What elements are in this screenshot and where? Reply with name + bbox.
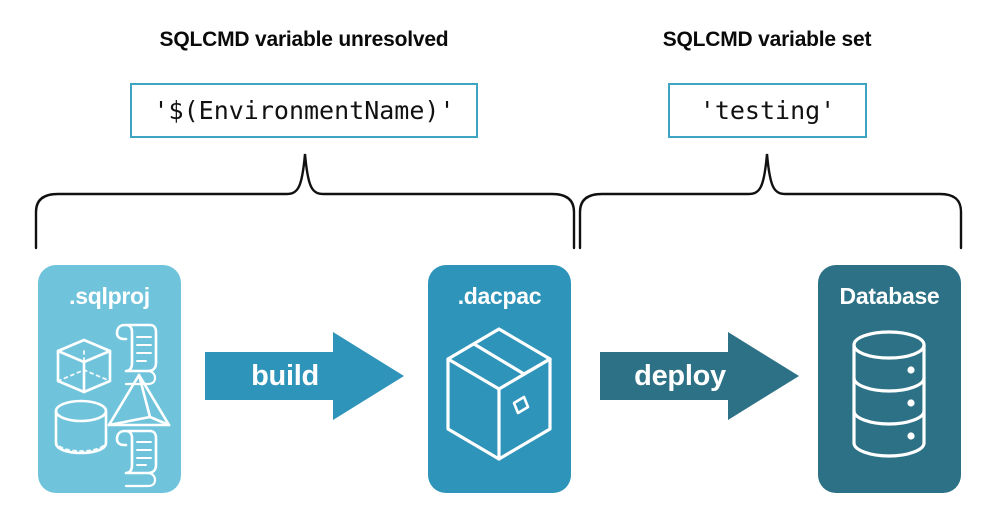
group-title-left: SQLCMD variable unresolved	[159, 28, 449, 51]
sqlcmd-variable-set-value: 'testing'	[668, 83, 867, 138]
transition-arrow-build[interactable]: build	[205, 330, 405, 422]
scroll-icon	[115, 323, 158, 386]
stage-box-sqlproj[interactable]: .sqlproj	[38, 265, 181, 493]
sqlproj-artifacts-art	[54, 323, 171, 488]
brace-group	[34, 153, 963, 250]
database-art	[852, 330, 926, 458]
arrow-shape-build	[205, 332, 404, 420]
curly-brace-left	[34, 153, 576, 250]
package-box-icon	[446, 327, 552, 461]
transition-arrow-deploy[interactable]: deploy	[600, 330, 800, 422]
database-cylinder-icon	[852, 330, 926, 458]
scroll-icon	[115, 429, 158, 488]
cylinder-icon	[54, 399, 108, 455]
stage-label-dacpac: .dacpac	[457, 283, 542, 309]
cube-icon	[56, 338, 112, 394]
dacpac-package-art	[446, 327, 552, 461]
pyramid-icon	[107, 373, 171, 427]
stage-label-database: Database	[839, 283, 940, 309]
stage-box-database[interactable]: Database	[818, 265, 961, 493]
group-title-right: SQLCMD variable set	[662, 28, 872, 51]
stage-label-sqlproj: .sqlproj	[69, 283, 150, 309]
stage-box-dacpac[interactable]: .dacpac	[428, 265, 571, 493]
sqlcmd-variable-unresolved-value: '$(EnvironmentName)'	[130, 83, 478, 138]
curly-brace-right	[578, 153, 963, 250]
arrow-shape-deploy	[600, 332, 799, 420]
